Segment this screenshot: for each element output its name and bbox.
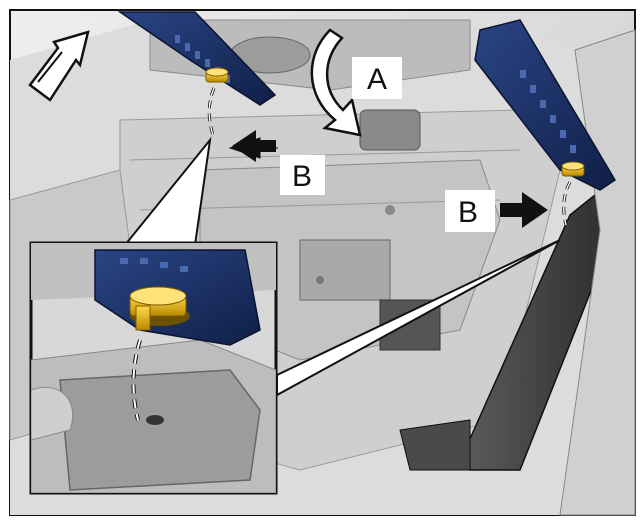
front-direction-arrow-icon	[28, 30, 90, 102]
push-arrow-icon	[228, 130, 279, 162]
right-bolt	[561, 161, 585, 177]
right-seat-rail	[474, 19, 617, 191]
rotation-arrow-icon	[310, 28, 362, 137]
label-b-left: B	[292, 160, 312, 193]
right-frame-beam	[399, 29, 636, 516]
label-a: A	[367, 63, 387, 96]
label-a-box	[352, 57, 402, 99]
left-bolt	[205, 67, 229, 83]
label-b-left-box	[280, 155, 325, 195]
label-b-right-box	[445, 190, 495, 232]
inset-detail	[29, 241, 278, 495]
push-arrow-icon	[500, 192, 548, 228]
label-b-right: B	[458, 196, 478, 229]
